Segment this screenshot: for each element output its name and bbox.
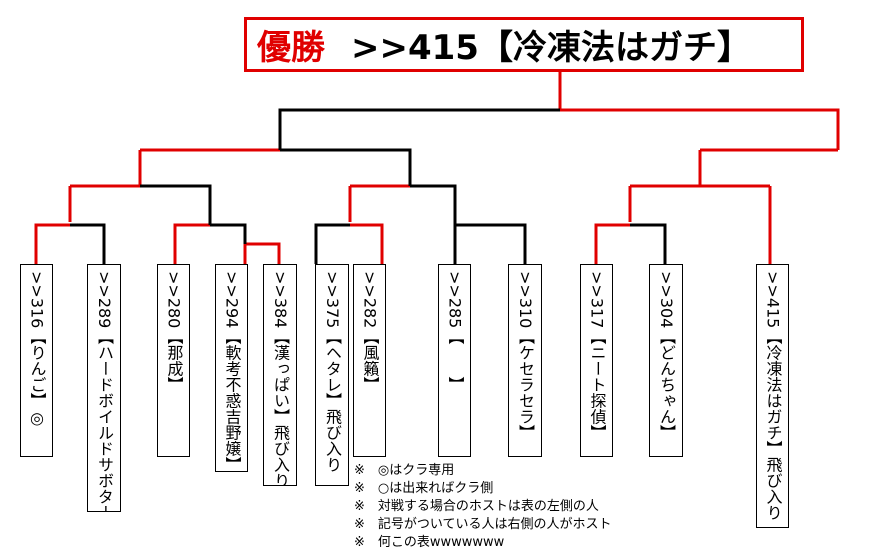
bracket-line: [278, 108, 560, 150]
note-line: ※ ◎はクラ専用: [354, 463, 455, 478]
entrant-box: >>316【りんご】◎: [20, 264, 53, 457]
entrant-label: >>280【那成】: [164, 271, 184, 393]
entrant-box: >>310【ケセラセラ】: [508, 264, 542, 457]
entrant-label: >>282【風籟】: [360, 271, 380, 393]
entrant-box: >>375【ヘタレ】飛び入り: [315, 264, 349, 486]
bracket-line: [560, 108, 840, 150]
entrant-label: >>384【漢っぱい】飛び入り: [271, 271, 290, 486]
entrant-label: >>415【冷凍法はガチ】飛び入り: [763, 271, 783, 521]
bracket-line: [34, 223, 70, 264]
entrant-box: >>294【軟考不惑吉野嬢】: [215, 264, 248, 472]
entrant-box: >>384【漢っぱい】飛び入り: [263, 264, 297, 486]
winner-banner: 優勝 >>415【冷凍法はガチ】: [244, 17, 804, 72]
entrant-box: >>282【風籟】: [353, 264, 386, 457]
bracket-line: [410, 184, 457, 225]
bracket-line: [314, 223, 350, 264]
bracket-line: [70, 223, 106, 264]
entrant-box: >>280【那成】: [157, 264, 190, 457]
winner-label: 優勝: [257, 28, 325, 68]
entrant-label: >>316【りんご】◎: [27, 271, 47, 428]
entrant-label: >>375【ヘタレ】飛び入り: [323, 271, 342, 473]
bracket-line: [140, 184, 212, 225]
entrant-box: >>285【 】: [438, 264, 471, 457]
bracket-line: [173, 223, 210, 264]
bracket-line: [243, 242, 281, 264]
entrant-label: >>310【ケセラセラ】: [516, 271, 535, 441]
entrant-box: >>289【ハードボイルドサボタージュ】: [87, 264, 121, 512]
notes-list: ※ ◎はクラ専用 ※ ○は出来ればクラ側 ※ 対戦する場合のホストは表の左側の人…: [354, 462, 612, 552]
bracket-line: [280, 148, 412, 186]
entrant-label: >>285【 】: [445, 271, 465, 393]
entrant-label: >>289【ハードボイルドサボタージュ】: [95, 271, 114, 512]
entrant-box: >>317【ニート探偵】: [580, 264, 613, 457]
entrant-label: >>294【軟考不惑吉野嬢】: [222, 271, 242, 472]
bracket-line: [594, 223, 630, 264]
note-line: ※ 対戦する場合のホストは表の左側の人: [354, 499, 599, 514]
champion-name: >>415【冷凍法はガチ】: [351, 28, 751, 68]
note-line: ※ 何この表wwwwwww: [354, 535, 505, 550]
note-line: ※ 記号がついている人は右側の人がホスト: [354, 517, 612, 532]
bracket-line: [630, 223, 667, 264]
bracket-line: [210, 223, 247, 244]
bracket-line: [455, 223, 527, 264]
note-line: ※ ○は出来ればクラ側: [354, 481, 494, 496]
entrant-label: >>317【ニート探偵】: [587, 271, 607, 441]
entrant-box: >>415【冷凍法はガチ】飛び入り: [756, 264, 789, 528]
entrant-box: >>304【どんちゃん】: [649, 264, 683, 457]
entrant-label: >>304【どんちゃん】: [657, 271, 676, 441]
bracket-line: [350, 223, 384, 264]
